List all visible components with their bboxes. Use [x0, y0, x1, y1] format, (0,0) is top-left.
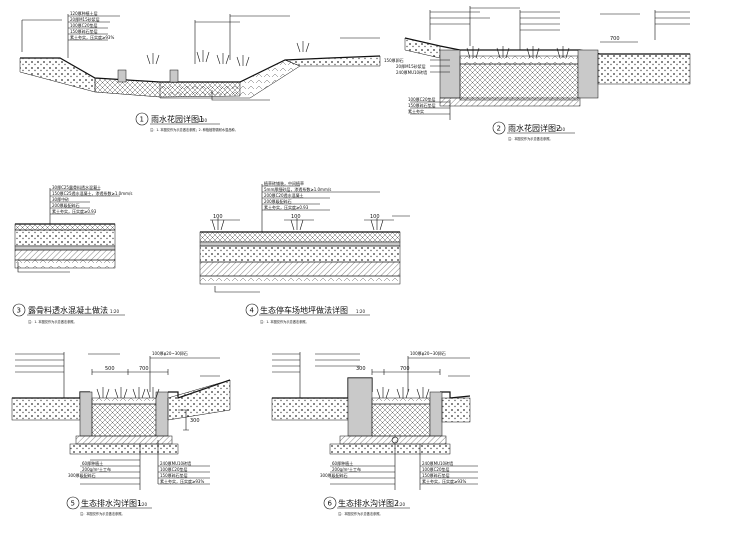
d5-callout-5: 100厚C20垫层	[160, 466, 188, 472]
detail-5-note: 注：本图仅作为示意做法参照。	[80, 511, 125, 516]
d2-dim-0: 700	[610, 36, 620, 42]
detail-5-section	[11, 352, 231, 490]
detail-1-number: 1	[140, 116, 144, 124]
detail-6-title: 生态排水沟详图2	[338, 498, 399, 508]
d1-callout-0: 120厚种植土层	[70, 10, 98, 16]
d3-callout-3: 200厚级配碎石	[52, 202, 80, 208]
detail-4-number-circle	[245, 303, 259, 317]
d6-callout-2: 200g/m²土工布	[332, 466, 361, 472]
detail-2-number: 2	[497, 125, 501, 133]
d1-callout-1: 20厚M15砂浆层	[70, 16, 100, 22]
detail-6-scale: 1:20	[396, 502, 405, 507]
detail-4-number: 4	[250, 307, 255, 315]
detail-3-title: 露骨料透水混凝土做法	[28, 305, 108, 315]
detail-4-note: 注：1. 本图仅作为示意做法参照。	[260, 319, 309, 324]
d4-callout-2: 200厚C20透水混凝土	[264, 192, 304, 198]
detail-6-number-circle	[323, 496, 337, 510]
d6-callout-3: 300厚级配碎石	[320, 472, 348, 478]
d6-callout-0: 100厚φ20~30卵石	[410, 350, 446, 356]
detail-3-scale: 1:20	[110, 309, 119, 314]
detail-5-scale: 1:20	[138, 502, 147, 507]
d5-dim-2: 300	[190, 418, 200, 424]
d2-callout-2: 240厚MU10砖墙	[396, 69, 427, 75]
d4-dim-1: 100	[291, 214, 301, 220]
d2-callout-4: 150厚碎石垫层	[408, 102, 436, 108]
d5-callout-4: 240厚MU10砖墙	[160, 460, 191, 466]
detail-4-title: 生态停车场地坪做法详图	[260, 305, 348, 315]
detail-1-section	[19, 14, 381, 101]
detail-4-section	[199, 184, 410, 293]
d6-callout-1: 60厚种植土	[332, 460, 353, 466]
d6-callout-4: 240厚MU10砖墙	[422, 460, 453, 466]
d5-callout-1: 60厚种植土	[82, 460, 103, 466]
detail-1-title: 雨水花园详图1	[151, 114, 204, 124]
d1-callout-4: 素土夯实，压实度≥93%	[70, 34, 114, 40]
d6-dim-0: 300	[356, 366, 366, 372]
d3-callout-0: 30厚C25露骨料透水混凝土	[52, 184, 101, 190]
detail-5-title: 生态排水沟详图1	[81, 498, 142, 508]
detail-5-number: 5	[71, 500, 75, 508]
d2-callout-3: 100厚C20垫层	[408, 96, 436, 102]
detail-2-note: 注：本图仅作为示意做法参照。	[508, 136, 553, 141]
d3-callout-4: 素土夯实，压实度≥0.93	[52, 208, 97, 214]
d4-callout-3: 200厚级配碎石	[264, 198, 292, 204]
d4-dim-2: 100	[370, 214, 380, 220]
detail-2-section	[404, 6, 691, 120]
d2-callout-5: 素土夯实	[408, 108, 424, 114]
d6-callout-7: 素土夯实，压实度≥93%	[422, 478, 466, 484]
d4-dim-0: 100	[213, 214, 223, 220]
d6-callout-5: 100厚C20垫层	[422, 466, 450, 472]
detail-6-section	[271, 352, 478, 490]
d5-callout-2: 200g/m²土工布	[82, 466, 111, 472]
d6-callout-6: 150厚碎石垫层	[422, 472, 450, 478]
d6-dim-1: 700	[400, 366, 410, 372]
d3-callout-1: 150厚C25透水混凝土，渗透系数≥1.0mm/s	[52, 190, 132, 196]
d5-callout-3: 300厚级配碎石	[68, 472, 96, 478]
detail-2-number-circle	[492, 121, 506, 135]
detail-3-number-circle	[12, 303, 26, 317]
detail-1-number-circle	[135, 112, 149, 126]
d3-callout-2: 30厚中砂	[52, 196, 69, 202]
detail-1-note: 注：1. 本图仅作为示意做法参照；2. 种植植物需耐水湿品种。	[150, 127, 238, 132]
d1-callout-2: 100厚C20垫层	[70, 22, 98, 28]
d5-dim-1: 700	[139, 366, 149, 372]
d5-callout-7: 素土夯实，压实度≥93%	[160, 478, 204, 484]
d2-callout-1: 20厚M15砂浆层	[396, 63, 426, 69]
detail-6-number: 6	[328, 500, 333, 508]
detail-3-section	[14, 188, 120, 273]
detail-5-number-circle	[66, 496, 80, 510]
d5-dim-0: 500	[105, 366, 115, 372]
d4-callout-1: 5mm厚细砂层，渗透系数≥1.0mm/s	[264, 186, 331, 192]
d1-callout-3: 150厚碎石垫层	[70, 28, 98, 34]
detail-4-scale: 1:20	[356, 309, 365, 314]
d5-callout-6: 150厚碎石垫层	[160, 472, 188, 478]
d4-callout-4: 素土夯实，压实度≥0.93	[264, 204, 309, 210]
d4-callout-0: 植草砖铺装，中间植草	[264, 180, 304, 186]
detail-1-scale: 1:20	[198, 118, 207, 123]
detail-3-number: 3	[17, 307, 21, 315]
d5-callout-0: 100厚φ20~30卵石	[152, 350, 188, 356]
plant-symbols	[146, 41, 310, 67]
detail-6-note: 注：本图仅作为示意做法参照。	[338, 511, 383, 516]
detail-2-title: 雨水花园详图2	[508, 123, 561, 133]
detail-2-scale: 1:20	[556, 127, 565, 132]
detail-3-note: 注：1. 本图仅作为示意做法参照。	[28, 319, 77, 324]
d2-callout-0: 150厚卵石	[384, 57, 404, 63]
